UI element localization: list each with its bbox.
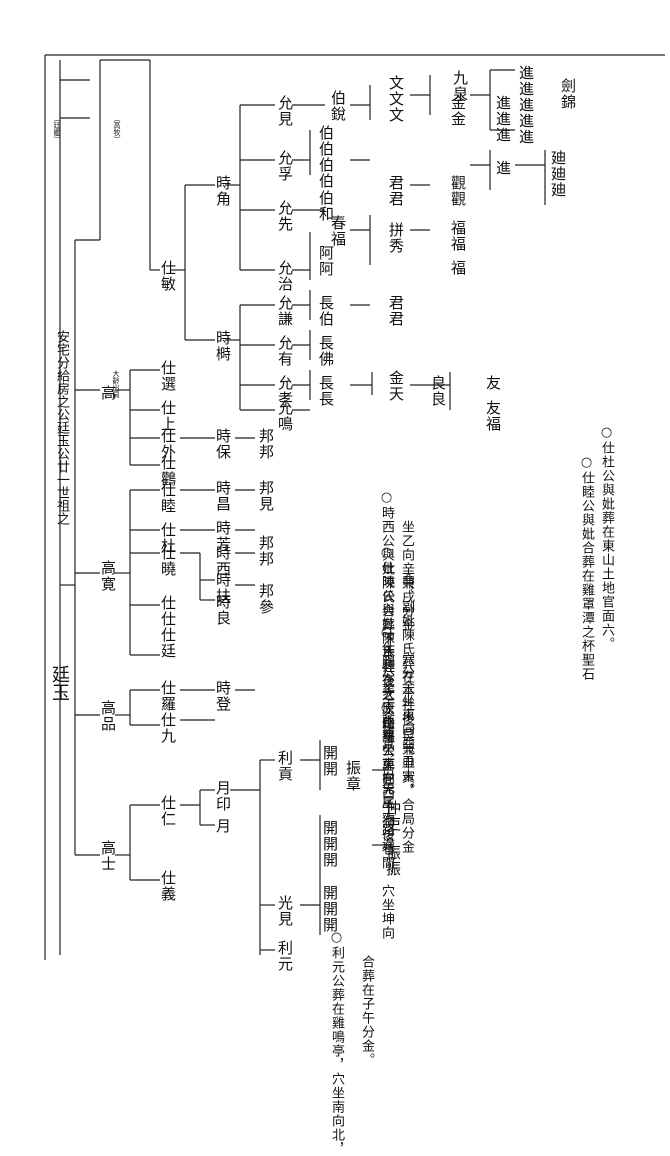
gen6-zhongli: 仲吏 bbox=[384, 800, 402, 832]
gen6-pinxiu: 拼秀 bbox=[387, 222, 405, 254]
note-10: 艮兼申寅，合局分金 bbox=[399, 728, 414, 854]
gen3-shibao: 時保 bbox=[214, 428, 232, 460]
gen2-shixiao: 仕曉 bbox=[159, 545, 177, 577]
gen4-yunming: 允鳴 bbox=[276, 400, 294, 432]
gen1-gaopin: 高品 bbox=[99, 700, 117, 732]
tree-lines bbox=[44, 54, 665, 960]
gen4-yunyou: 允有 bbox=[276, 335, 294, 367]
note-5: ○仕曉公與妣陳氏葬在大原山墓坐東向 bbox=[379, 545, 394, 785]
gen6-jintian: 金天 bbox=[387, 370, 405, 402]
gen2-shidu: 仕杜 bbox=[159, 522, 177, 554]
gen6-junjun-2: 君君 bbox=[387, 295, 405, 327]
gen7-guanguan: 觀觀 bbox=[449, 175, 467, 207]
gen2-shimu: 仕睦 bbox=[159, 482, 177, 514]
gen3-yueyin: 月印 bbox=[214, 780, 232, 812]
gen7-fufu: 福福 bbox=[449, 220, 467, 252]
gen3-shishi: 時榯 bbox=[214, 330, 232, 362]
note-3: ○時西公與妣陳氏合葬下本社後之大路 bbox=[379, 490, 394, 730]
note-9: ○仕羅公葬在西牛獅後巷間，穴坐坤向 bbox=[379, 700, 394, 940]
gen5-chunfu: 春福 bbox=[329, 215, 347, 247]
gen3-shifang: 時芳 bbox=[214, 520, 232, 552]
gen6-liangliang: 良良 bbox=[429, 375, 447, 407]
gen8-jin-multi-2: 進進進 bbox=[494, 95, 512, 143]
gen3-yue: 月 bbox=[214, 818, 232, 834]
gen7-jiuquan: 九泉 bbox=[451, 70, 469, 102]
gen7-youfu: 友福 bbox=[484, 400, 502, 432]
gen4-yunxian: 允先 bbox=[276, 200, 294, 232]
gen5-bo-multi: 伯伯伯伯 bbox=[317, 125, 335, 189]
gen5-borui: 伯銳 bbox=[329, 90, 347, 122]
gen5-bangcan: 邦參 bbox=[257, 583, 275, 615]
gen7-you: 友 bbox=[484, 375, 502, 391]
note-6: 西，副妣陳氏葬在本社後。 bbox=[399, 572, 414, 740]
note-13: 合葬在子午分金。 bbox=[359, 955, 374, 1067]
gen4-yunqian: 允謙 bbox=[276, 295, 294, 327]
gen1-gao: 高 bbox=[99, 385, 117, 401]
gen5-kai-multi-2: 開開開 bbox=[321, 885, 339, 933]
gen3-shixi: 時西 bbox=[214, 545, 232, 577]
gen1-gaokuan: 高寛 bbox=[99, 560, 117, 592]
gen6-zhenzhen: 振振 bbox=[384, 845, 402, 877]
gen3-shijiao: 時角 bbox=[214, 175, 232, 207]
gen2-shixuan: 仕選 bbox=[159, 360, 177, 392]
header-note-1: （廷鑑） bbox=[53, 115, 61, 143]
gen6-wenwenwen: 文文文 bbox=[387, 75, 405, 123]
gen5-aa: 阿阿 bbox=[317, 245, 335, 277]
gen8-jin-multi-1: 進進進進進 bbox=[517, 65, 535, 145]
root-name: 廷玉 bbox=[49, 665, 70, 701]
gen5-kai-multi-1: 開開開 bbox=[321, 820, 339, 868]
gen7-jinjin: 金金 bbox=[449, 95, 467, 127]
gen2-shiyi: 仕義 bbox=[159, 870, 177, 902]
gen2-shihe: 仕鸛 bbox=[159, 455, 177, 487]
gen1-gao-note: 大齡出嗣 bbox=[112, 370, 120, 398]
gen8-di-multi: 廸廸廸 bbox=[549, 150, 567, 198]
gen4-guangjian: 光見 bbox=[276, 895, 294, 927]
gen2-shi-multi: 仕仕仕廷 bbox=[159, 595, 177, 659]
gen2-shiluo: 仕羅 bbox=[159, 680, 177, 712]
genealogy-page: （廷鑑） （高牧） 安宅分給房之公廷玉公廿一世祖之 廷玉 高 大齡出嗣 高寛 高… bbox=[44, 54, 665, 1156]
note-11: 丑未。 bbox=[399, 755, 414, 797]
note-2: ○仕睦公與妣合葬在雞罩潭之杯聖石 bbox=[579, 455, 594, 681]
gen5-bohe: 伯和 bbox=[317, 190, 335, 222]
gen4-yunjian: 允見 bbox=[276, 95, 294, 127]
gen8-jin: 進 bbox=[494, 160, 512, 176]
gen3-shifu: 時扶 bbox=[214, 572, 232, 604]
gen5-bangbang-2: 邦邦 bbox=[257, 535, 275, 567]
gen5-bangbang-1: 邦邦 bbox=[257, 428, 275, 460]
gen8-jianjin: 劍錦 bbox=[559, 78, 577, 110]
note-12: ○利元公葬在雞鳴亭，穴坐南向北， bbox=[329, 930, 344, 1156]
gen2-shiwai: 仕外 bbox=[159, 428, 177, 460]
gen4-yunxiao: 允孝 bbox=[276, 375, 294, 407]
note-1: ○仕杜公與妣葬在東山土地官面六。 bbox=[599, 425, 614, 651]
gen2-shiren: 仕仁 bbox=[159, 795, 177, 827]
gen6-junjun-1: 君君 bbox=[387, 175, 405, 207]
gen3-shichang: 時昌 bbox=[214, 480, 232, 512]
gen2-shishang: 仕上 bbox=[159, 400, 177, 432]
gen5-bangjian: 邦見 bbox=[257, 480, 275, 512]
gen3-shideng: 時登 bbox=[214, 680, 232, 712]
gen6-zhenzhang: 振章 bbox=[344, 760, 362, 792]
gen7-fu: 福 bbox=[449, 260, 467, 276]
gen4-ligong: 利貢 bbox=[276, 750, 294, 782]
gen2-shimin: 仕敏 bbox=[159, 260, 177, 292]
gen5-changbo: 長伯 bbox=[317, 295, 335, 327]
gen4-yunzhi: 允治 bbox=[276, 260, 294, 292]
note-7: ○仕鵬公葬于金雞亭，白兔尾大路邊， bbox=[379, 625, 394, 865]
note-8: 穴分金坐東向西。 bbox=[399, 652, 414, 764]
header-note-2: （高牧） bbox=[113, 115, 121, 143]
gen2-shijiu: 仕九 bbox=[159, 712, 177, 744]
gen1-gaoshi: 高士 bbox=[99, 840, 117, 872]
gen3-shiliang: 時良 bbox=[214, 594, 232, 626]
gen4-liyuan: 利元 bbox=[276, 940, 294, 972]
gen5-changfo: 長佛 bbox=[317, 335, 335, 367]
gen5-kaikai: 開開 bbox=[321, 745, 339, 777]
gen4-yunfu: 允孚 bbox=[276, 150, 294, 182]
note-4: 坐乙向辛兼戌分金 bbox=[399, 520, 414, 632]
gen5-changchang: 長長 bbox=[317, 375, 335, 407]
side-note: 安宅分給房之公廷玉公廿一世祖之 bbox=[54, 330, 69, 525]
